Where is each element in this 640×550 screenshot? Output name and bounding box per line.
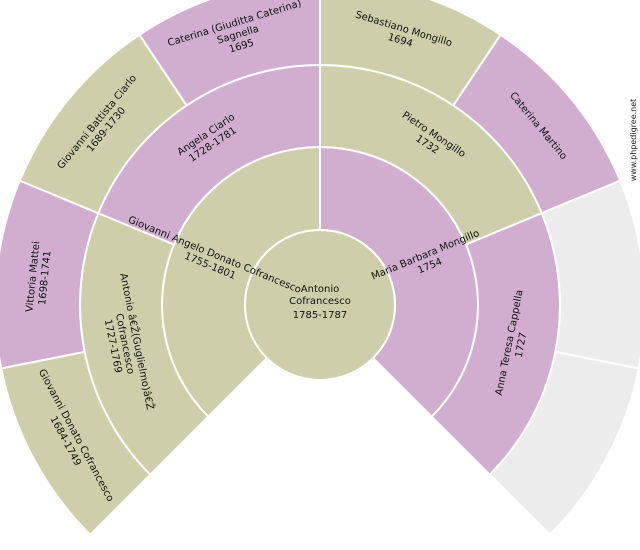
root-dates: 1785-1787 xyxy=(293,310,348,321)
ancestor-segments xyxy=(0,0,640,537)
ancestor-dates-ffm: 1698-1741 xyxy=(37,250,53,305)
ancestor-segment-mmm xyxy=(488,350,640,537)
root-circle xyxy=(244,229,396,381)
ancestor-label-ffm: Vittoria Mattei1698-1741 xyxy=(24,241,54,314)
watermark: www.phpedigree.net xyxy=(629,99,638,182)
ancestor-dates-mm: 1727 xyxy=(514,332,530,359)
ancestor-segment-fmm[interactable] xyxy=(138,0,321,107)
